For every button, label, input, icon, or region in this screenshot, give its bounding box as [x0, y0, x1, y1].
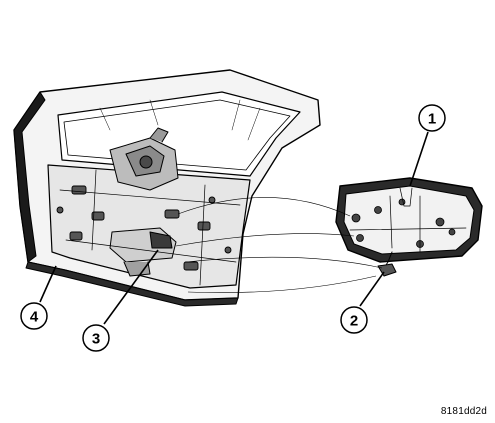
callout-1-number: 1: [428, 111, 436, 128]
wiper-motor: [109, 127, 179, 191]
liftgate-bottom-band: [25, 261, 239, 307]
callout-4-number: 4: [30, 309, 39, 326]
callout-2-leader: [359, 271, 385, 307]
callout-1-circle: [418, 104, 446, 132]
callout-4-circle: [20, 302, 48, 330]
callouts: 1 2 3 4: [20, 104, 446, 352]
alignment-lines: [175, 197, 383, 293]
callout-3-circle: [82, 324, 110, 352]
liftgate: [13, 69, 321, 307]
liftgate-edge-band: [13, 91, 46, 263]
lamp-ribs: [349, 187, 467, 253]
callout-2-number: 2: [350, 313, 358, 330]
window-seal: [63, 99, 291, 171]
figure-code: 8181dd2d: [440, 406, 487, 417]
rear-lamp-assembly: [335, 177, 483, 277]
callout-4-leader: [39, 265, 57, 303]
callout-3-number: 3: [92, 331, 100, 348]
panel-ribs: [59, 169, 241, 286]
trim-clips: [56, 185, 232, 271]
callout-2-circle: [340, 306, 368, 334]
lamp-back-panel: [343, 185, 475, 255]
latch-bracket: [109, 227, 177, 277]
window-hatch: [99, 99, 261, 141]
callout-3-leader: [103, 249, 159, 325]
callout-1-leader: [409, 131, 429, 187]
